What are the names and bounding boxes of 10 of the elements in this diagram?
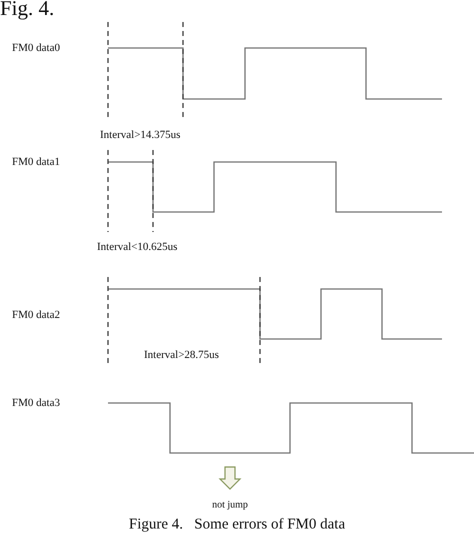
- figure-title: Fig. 4.: [0, 0, 54, 21]
- interval-label: Interval>28.75us: [144, 349, 219, 361]
- annotation: not jump: [212, 500, 248, 510]
- signal-name: FM0 data3: [12, 397, 60, 409]
- figure-caption: Figure 4. Some errors of FM0 data: [128, 516, 346, 534]
- signal-name: FM0 data0: [12, 42, 60, 54]
- interval-label: Interval>14.375us: [100, 129, 180, 141]
- signal-name: FM0 data1: [12, 156, 60, 168]
- signal-name: FM0 data2: [12, 309, 60, 321]
- interval-label: Interval<10.625us: [97, 241, 178, 253]
